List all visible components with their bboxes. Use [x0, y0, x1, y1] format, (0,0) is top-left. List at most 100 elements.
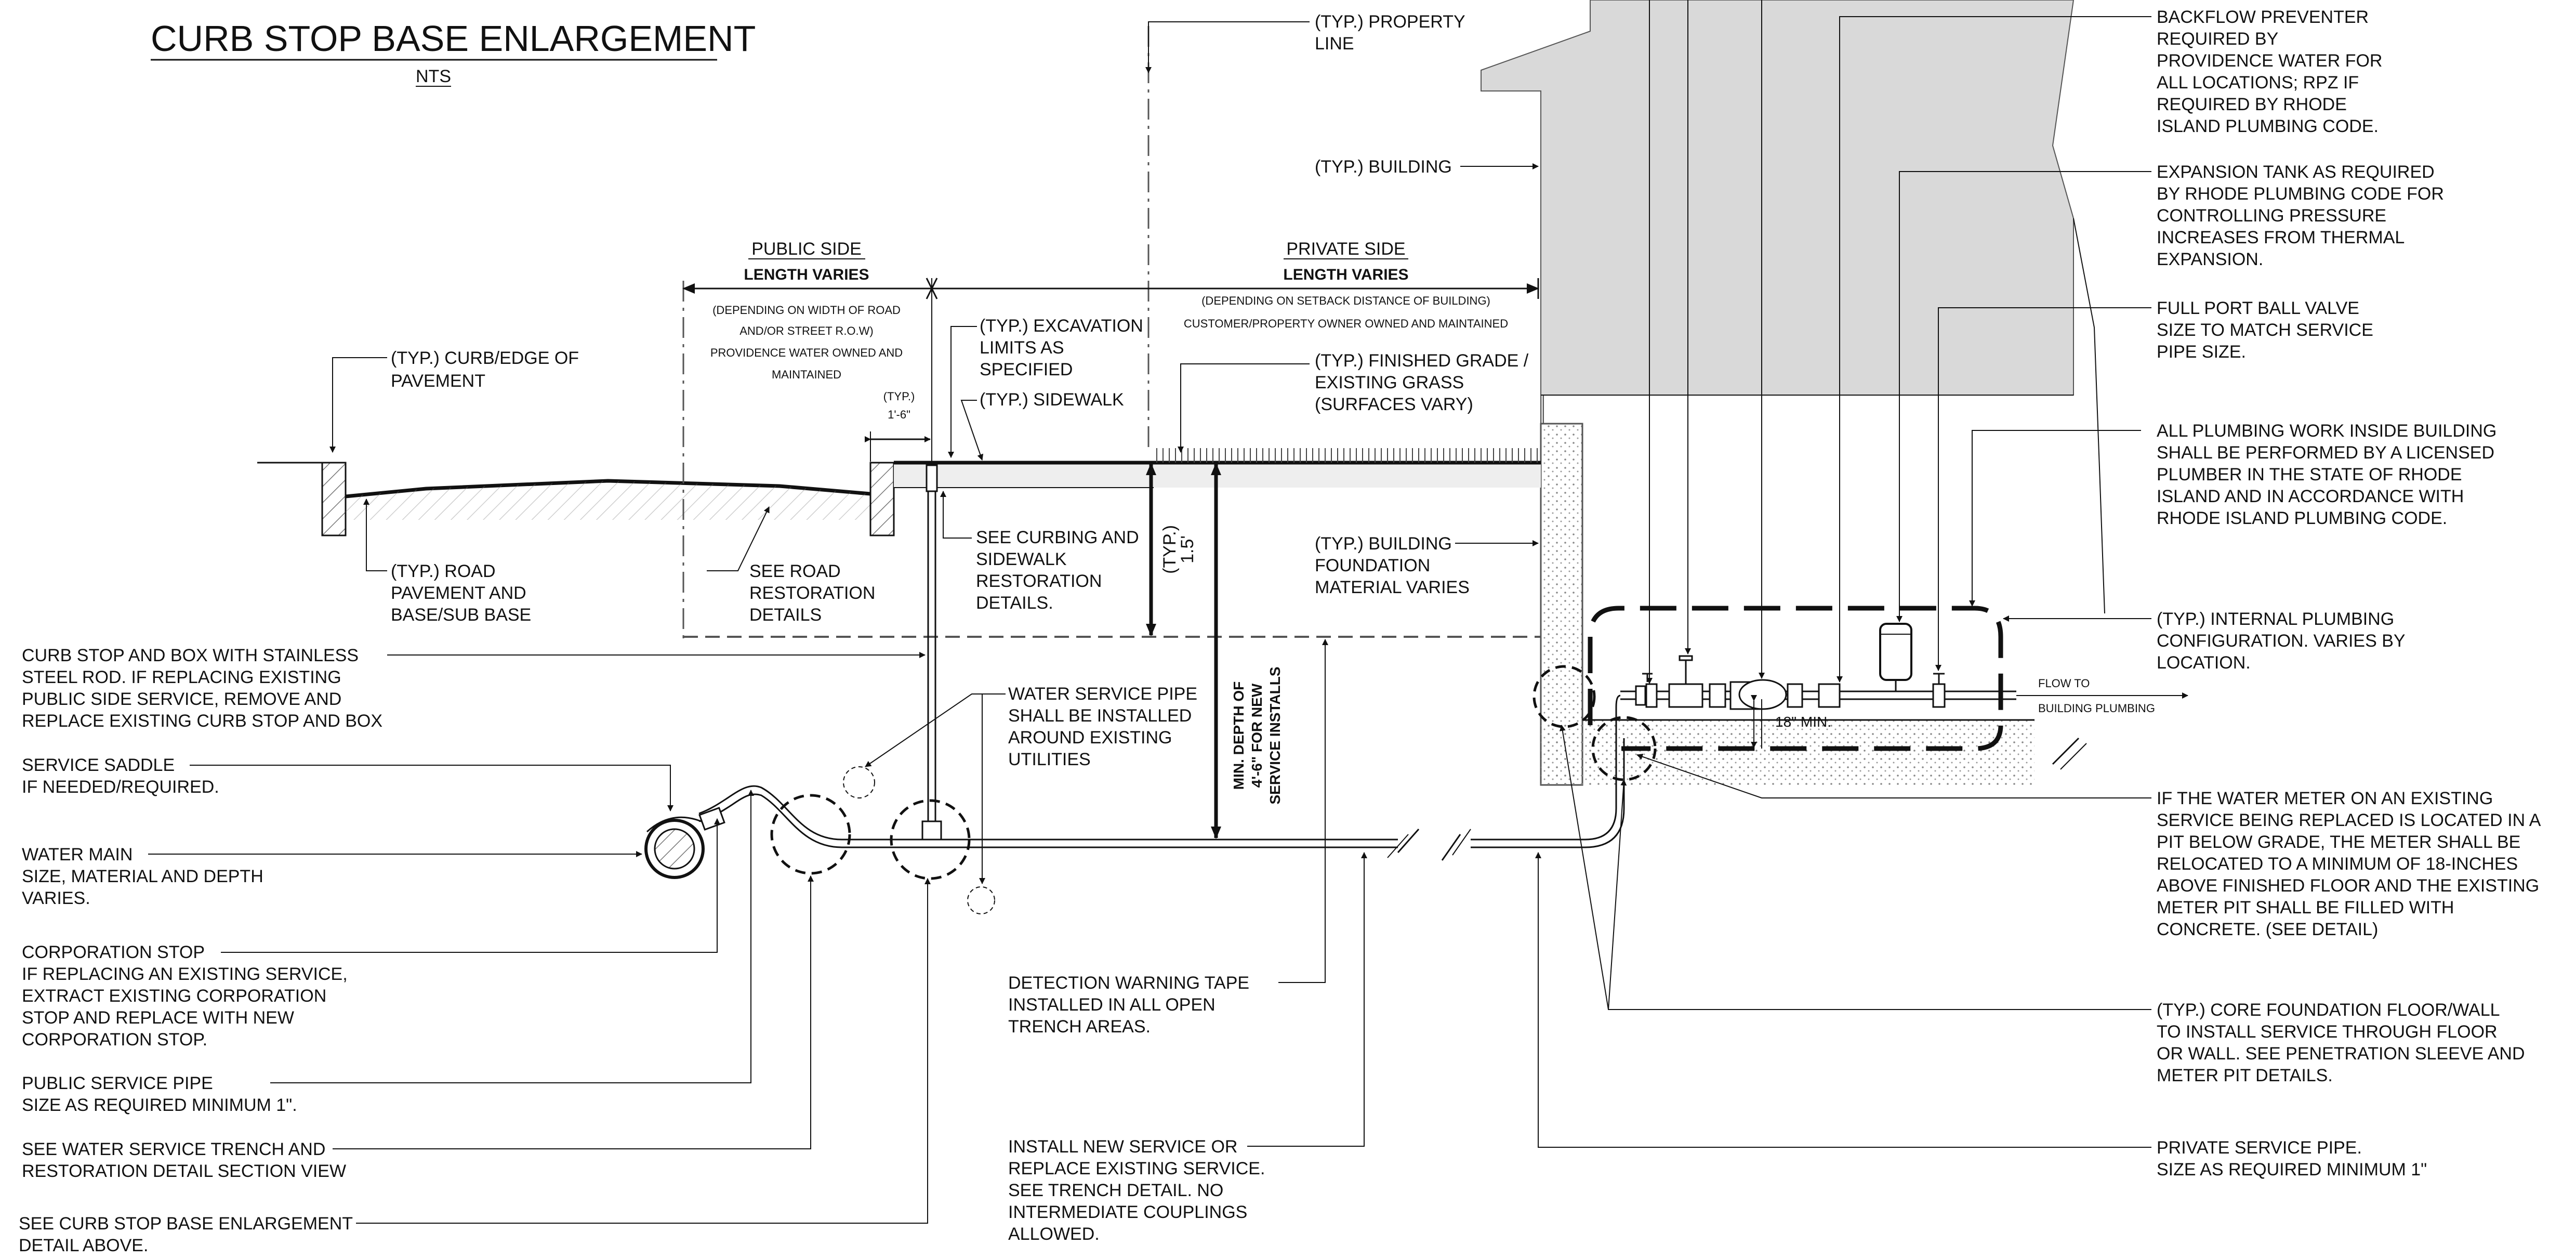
callout-water-main: WATER MAIN SIZE, MATERIAL AND DEPTH VARI…: [22, 845, 263, 908]
callout-curb-base: SEE CURB STOP BASE ENLARGEMENT DETAIL AB…: [19, 1214, 353, 1255]
svg-text:METER PIT SHALL BE FILLED WITH: METER PIT SHALL BE FILLED WITH: [2157, 898, 2454, 918]
svg-text:ABOVE FINISHED FLOOR AND THE: ABOVE FINISHED FLOOR AND THE EXISTING: [2157, 876, 2539, 896]
svg-text:WATER MAIN: WATER MAIN: [22, 845, 133, 864]
detail-circle-curb-stop: [890, 799, 971, 880]
callout-sidewalk: (TYP.) SIDEWALK: [980, 390, 1124, 410]
svg-text:LENGTH VARIES: LENGTH VARIES: [744, 266, 869, 283]
svg-text:SERVICE SADDLE: SERVICE SADDLE: [22, 755, 175, 775]
svg-text:1.5': 1.5': [1178, 535, 1197, 564]
svg-text:RESTORATION DETAIL SECTION VIE: RESTORATION DETAIL SECTION VIEW: [22, 1161, 346, 1181]
svg-text:PAVEMENT AND: PAVEMENT AND: [391, 583, 526, 603]
svg-text:(TYP.) FINISHED GRADE /: (TYP.) FINISHED GRADE /: [1315, 351, 1529, 371]
svg-text:CUSTOMER/PROPERTY OWNER OWNED: CUSTOMER/PROPERTY OWNER OWNED AND MAINTA…: [1184, 317, 1508, 330]
svg-text:PRIVATE SERVICE PIPE.: PRIVATE SERVICE PIPE.: [2157, 1138, 2362, 1158]
svg-text:PAVEMENT: PAVEMENT: [391, 371, 485, 391]
callout-meter-pit: IF THE WATER METER ON AN EXISTING SERVIC…: [2157, 789, 2541, 939]
svg-text:MAINTAINED: MAINTAINED: [772, 368, 841, 381]
svg-text:RESTORATION: RESTORATION: [749, 583, 875, 603]
svg-text:LIMITS AS: LIMITS AS: [980, 338, 1064, 358]
svg-text:ALLOWED.: ALLOWED.: [1008, 1224, 1100, 1244]
dim-1-6: (TYP.) 1'-6": [865, 390, 931, 462]
svg-text:SEE WATER SERVICE TRENCH AND: SEE WATER SERVICE TRENCH AND: [22, 1139, 325, 1159]
callout-service-pipe: WATER SERVICE PIPE SHALL BE INSTALLED AR…: [1008, 684, 1197, 769]
callout-trench: SEE WATER SERVICE TRENCH AND RESTORATION…: [22, 1139, 346, 1181]
svg-text:(DEPENDING ON SETBACK DISTANCE: (DEPENDING ON SETBACK DISTANCE OF BUILDI…: [1201, 294, 1490, 307]
svg-text:STEEL ROD. IF REPLACING EXISTI: STEEL ROD. IF REPLACING EXISTING: [22, 667, 341, 687]
svg-text:INCREASES FROM THERMAL: INCREASES FROM THERMAL: [2157, 228, 2405, 247]
svg-text:ISLAND AND IN ACCORDANCE WITH: ISLAND AND IN ACCORDANCE WITH: [2157, 487, 2464, 506]
callout-warning-tape: DETECTION WARNING TAPE INSTALLED IN ALL …: [1008, 973, 1249, 1037]
svg-text:EXTRACT EXISTING CORPORATION: EXTRACT EXISTING CORPORATION: [22, 986, 326, 1006]
leader-lines: [148, 0, 2151, 1224]
svg-text:OR WALL. SEE PENETRATION SLEEV: OR WALL. SEE PENETRATION SLEEVE AND: [2157, 1044, 2525, 1064]
svg-text:LOCATION.: LOCATION.: [2157, 653, 2251, 673]
svg-text:VARIES.: VARIES.: [22, 888, 90, 908]
basement-floor: [1541, 720, 2035, 785]
svg-text:BY RHODE PLUMBING CODE FOR: BY RHODE PLUMBING CODE FOR: [2157, 184, 2444, 204]
svg-text:(TYP.) BUILDING: (TYP.) BUILDING: [1315, 534, 1452, 554]
callout-excavation: (TYP.) EXCAVATION LIMITS AS SPECIFIED: [980, 316, 1143, 379]
zone-dimension-line: [682, 278, 1539, 463]
callout-foundation: (TYP.) BUILDING FOUNDATION MATERIAL VARI…: [1315, 534, 1470, 597]
water-main: [644, 807, 725, 879]
svg-text:(TYP.) PROPERTY: (TYP.) PROPERTY: [1315, 12, 1465, 32]
private-side-label: PRIVATE SIDE LENGTH VARIES (DEPENDING ON…: [1184, 239, 1508, 330]
svg-text:SEE ROAD: SEE ROAD: [749, 561, 841, 581]
svg-text:CONTROLLING PRESSURE: CONTROLLING PRESSURE: [2157, 206, 2386, 226]
svg-text:RELOCATED TO A MINIMUM OF 18-I: RELOCATED TO A MINIMUM OF 18-INCHES: [2157, 854, 2518, 874]
svg-text:STOP AND REPLACE WITH NEW: STOP AND REPLACE WITH NEW: [22, 1008, 294, 1028]
svg-text:INSTALLED IN ALL OPEN: INSTALLED IN ALL OPEN: [1008, 995, 1216, 1015]
svg-text:CORPORATION STOP.: CORPORATION STOP.: [22, 1030, 207, 1050]
callout-corp-stop: CORPORATION STOP IF REPLACING AN EXISTIN…: [22, 942, 348, 1050]
svg-text:SIZE AS REQUIRED MINIMUM 1": SIZE AS REQUIRED MINIMUM 1": [2157, 1160, 2427, 1180]
svg-text:RESTORATION: RESTORATION: [976, 571, 1102, 591]
callout-building: (TYP.) BUILDING: [1315, 157, 1452, 177]
title-block: CURB STOP BASE ENLARGEMENT NTS: [151, 18, 756, 87]
detail-circle-floor: [1591, 716, 1657, 781]
svg-text:SEE TRENCH DETAIL. NO: SEE TRENCH DETAIL. NO: [1008, 1181, 1223, 1200]
svg-text:RHODE ISLAND PLUMBING CODE.: RHODE ISLAND PLUMBING CODE.: [2157, 508, 2447, 528]
svg-text:(TYP.) EXCAVATION: (TYP.) EXCAVATION: [980, 316, 1143, 336]
callout-core: (TYP.) CORE FOUNDATION FLOOR/WALL TO INS…: [2157, 1000, 2525, 1085]
svg-text:SIZE TO MATCH SERVICE: SIZE TO MATCH SERVICE: [2157, 320, 2373, 340]
callout-ball-valve: FULL PORT BALL VALVE SIZE TO MATCH SERVI…: [2157, 298, 2373, 362]
flow-label-1: FLOW TO: [2038, 677, 2090, 690]
svg-text:SEE CURB STOP BASE ENLARGEMENT: SEE CURB STOP BASE ENLARGEMENT: [19, 1214, 353, 1234]
svg-text:EXPANSION.: EXPANSION.: [2157, 250, 2263, 269]
svg-text:SEE CURBING AND: SEE CURBING AND: [976, 528, 1139, 547]
svg-text:SIDEWALK: SIDEWALK: [976, 549, 1067, 569]
svg-text:(TYP.) CURB/EDGE OF: (TYP.) CURB/EDGE OF: [391, 348, 579, 368]
svg-text:PRIVATE SIDE: PRIVATE SIDE: [1286, 239, 1405, 259]
svg-text:IF NEEDED/REQUIRED.: IF NEEDED/REQUIRED.: [22, 777, 219, 797]
callout-curb-edge: (TYP.) CURB/EDGE OF PAVEMENT: [391, 348, 579, 391]
svg-text:DETAIL ABOVE.: DETAIL ABOVE.: [19, 1236, 148, 1255]
svg-text:(TYP.) INTERNAL PLUMBING: (TYP.) INTERNAL PLUMBING: [2157, 609, 2394, 629]
svg-text:4'-6" FOR NEW: 4'-6" FOR NEW: [1249, 683, 1265, 788]
callout-curbing: SEE CURBING AND SIDEWALK RESTORATION DET…: [976, 528, 1139, 613]
callout-backflow: BACKFLOW PREVENTER REQUIRED BY PROVIDENC…: [2157, 7, 2382, 136]
dim-1-5: (TYP.) 1.5': [1146, 463, 1197, 636]
svg-text:(DEPENDING ON WIDTH OF ROAD: (DEPENDING ON WIDTH OF ROAD: [712, 304, 901, 317]
svg-text:DETAILS.: DETAILS.: [976, 593, 1053, 613]
service-pipe: [698, 738, 1625, 861]
svg-text:FULL PORT BALL VALVE: FULL PORT BALL VALVE: [2157, 298, 2359, 318]
meter-height-label: 18" MIN.: [1775, 714, 1831, 730]
utility-circle-1: [843, 766, 875, 798]
svg-text:ISLAND PLUMBING CODE.: ISLAND PLUMBING CODE.: [2157, 116, 2379, 136]
svg-text:INSTALL NEW SERVICE OR: INSTALL NEW SERVICE OR: [1008, 1137, 1237, 1157]
callout-finished-grade: (TYP.) FINISHED GRADE / EXISTING GRASS (…: [1315, 351, 1529, 414]
svg-text:(TYP.): (TYP.): [883, 390, 915, 403]
svg-text:AND/OR STREET R.O.W): AND/OR STREET R.O.W): [739, 324, 874, 337]
flow-label-2: BUILDING PLUMBING: [2038, 702, 2155, 715]
svg-text:BACKFLOW PREVENTER: BACKFLOW PREVENTER: [2157, 7, 2369, 27]
svg-text:(SURFACES VARY): (SURFACES VARY): [1315, 395, 1473, 414]
svg-text:IF REPLACING AN EXISTING SERVI: IF REPLACING AN EXISTING SERVICE,: [22, 964, 348, 984]
svg-text:IF THE WATER METER ON AN EXIST: IF THE WATER METER ON AN EXISTING: [2157, 789, 2493, 808]
svg-text:DETECTION WARNING TAPE: DETECTION WARNING TAPE: [1008, 973, 1249, 993]
svg-text:SHALL BE PERFORMED BY A LICENS: SHALL BE PERFORMED BY A LICENSED: [2157, 443, 2494, 463]
dim-min-depth: MIN. DEPTH OF 4'-6" FOR NEW SERVICE INST…: [1211, 463, 1283, 839]
svg-text:UTILITIES: UTILITIES: [1008, 750, 1091, 769]
detail-circle-pipe: [770, 794, 851, 875]
svg-text:PUBLIC SERVICE PIPE: PUBLIC SERVICE PIPE: [22, 1073, 213, 1093]
